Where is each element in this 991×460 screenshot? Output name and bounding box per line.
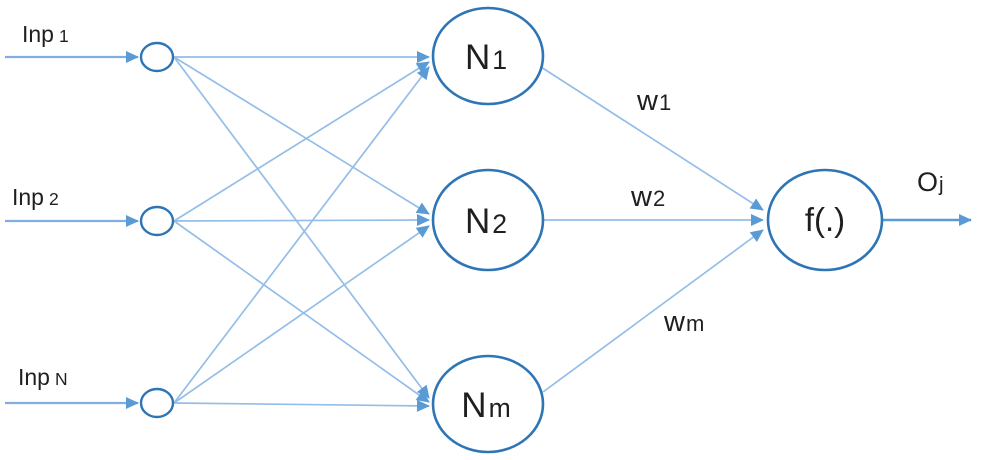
- label-wm-sub: m: [686, 311, 704, 336]
- label-oj: Oj: [917, 167, 944, 197]
- label-n2: N2: [465, 202, 507, 241]
- label-w1: w1: [636, 85, 671, 117]
- edge-inputN-n2: [173, 225, 430, 404]
- hidden-node-n2: [431, 168, 545, 272]
- weight-edge-w1: [540, 66, 764, 211]
- label-oj-sub: j: [938, 173, 944, 196]
- label-inp-1-main: Inp: [22, 21, 54, 47]
- label-n2-main: N: [465, 202, 490, 241]
- label-inp-2-main: Inp: [12, 184, 44, 210]
- label-w1-sub: 1: [659, 90, 671, 115]
- edge-input1-n2: [173, 56, 430, 215]
- input-node-3: [139, 387, 175, 419]
- label-nm-sub: m: [489, 393, 511, 423]
- label-wm: wm: [663, 306, 704, 338]
- edge-input2-n2: [173, 214, 430, 227]
- input-node-1: [139, 41, 175, 73]
- label-n2-sub: 2: [492, 209, 507, 239]
- label-w2-main: w: [630, 181, 653, 213]
- edge-inputN-n1: [173, 66, 430, 404]
- label-n1-main: N: [465, 38, 490, 77]
- hidden-node-nm: [431, 354, 545, 454]
- label-f-node: f(.): [805, 201, 845, 238]
- label-n1-sub: 1: [492, 45, 507, 75]
- edge-input1-nm: [173, 56, 430, 399]
- label-nm: Nm: [461, 386, 510, 425]
- label-inp-1-sub: 1: [59, 26, 69, 46]
- label-w2: w2: [630, 181, 665, 213]
- label-nm-main: N: [461, 386, 486, 425]
- label-w2-sub: 2: [653, 186, 665, 211]
- edge-input2-nm: [173, 220, 430, 403]
- label-oj-main: O: [917, 167, 938, 197]
- edge-input2-n1: [173, 61, 430, 222]
- output-node: [766, 168, 884, 272]
- label-n1: N1: [465, 38, 507, 77]
- edge-inputN-nm: [173, 399, 430, 412]
- hidden-node-n1: [431, 6, 545, 106]
- weight-edge-wm: [542, 229, 764, 393]
- label-wm-main: w: [663, 306, 686, 338]
- label-inp-N-sub: N: [55, 369, 68, 389]
- label-inp-2-sub: 2: [49, 189, 59, 209]
- input-node-2: [139, 205, 175, 237]
- label-inp-N-main: Inp: [18, 364, 50, 390]
- label-w1-main: w: [636, 85, 659, 117]
